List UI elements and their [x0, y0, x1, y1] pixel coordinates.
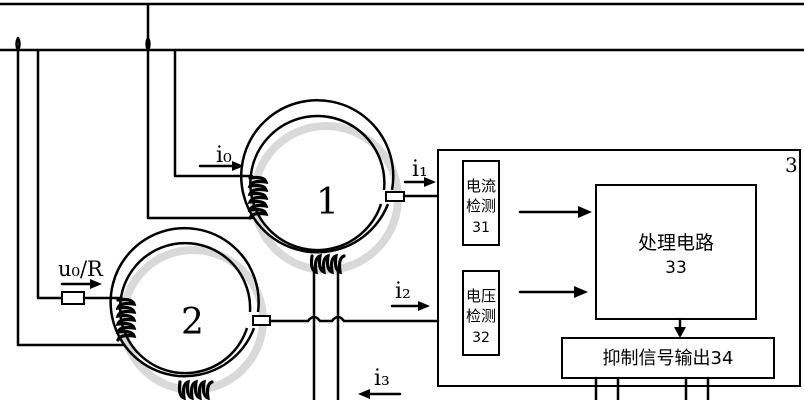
voltage-detect-line2: 检测: [466, 307, 496, 325]
ring-1-left-coil: [247, 175, 269, 220]
arrow-u0r-head: [90, 279, 102, 289]
label-module-3: 3: [785, 153, 798, 177]
wire-ring1-lower: [146, 2, 254, 220]
wire-left-outer: [16, 48, 130, 347]
label-ring-1: 1: [316, 182, 339, 223]
label-i1: i₁: [412, 157, 428, 182]
current-detect-line3: 31: [472, 220, 490, 236]
voltage-detect-line1: 电压: [466, 287, 496, 305]
current-detect-line1: 电流: [466, 177, 496, 195]
label-i3: i₃: [374, 366, 390, 391]
ring-2-gap-terminal: [252, 315, 271, 326]
label-i0: i₀: [216, 143, 232, 168]
resistor: [61, 291, 85, 305]
processing-line2: 33: [665, 258, 687, 278]
arrow-31-to-33-head: [578, 206, 592, 218]
current-detect-line2: 检测: [466, 197, 496, 215]
processing-line1: 处理电路: [638, 232, 714, 254]
arrow-33-to-34-head: [674, 327, 686, 338]
arrow-i3-head: [358, 389, 370, 399]
suppress-output-block: [561, 337, 775, 379]
ring-1-gap-terminal: [385, 191, 405, 202]
label-i2: i₂: [395, 279, 411, 304]
wire-junction-left: [15, 36, 21, 52]
label-u0r: u₀/R: [58, 257, 104, 281]
voltage-detect-block: [462, 270, 500, 356]
arrow-i2-label-head: [418, 301, 430, 311]
current-detect-block: [462, 160, 500, 246]
label-ring-2: 2: [181, 302, 204, 343]
arrow-i1-label-head: [424, 177, 436, 187]
arrow-i0-head: [232, 161, 244, 171]
wire-ring1-upper: [173, 48, 254, 178]
wire-i2: [268, 315, 448, 323]
arrow-32-to-33-head: [574, 286, 588, 298]
voltage-detect-line3: 32: [472, 330, 490, 346]
wire-crossover-a: [145, 36, 151, 52]
suppress-output-label: 抑制信号输出34: [603, 348, 734, 369]
wire-resistor-in: [36, 48, 64, 300]
ring-2-bottom-coil: [177, 379, 214, 400]
processing-block: [595, 184, 757, 320]
ring-2-left-coil: [115, 297, 137, 342]
